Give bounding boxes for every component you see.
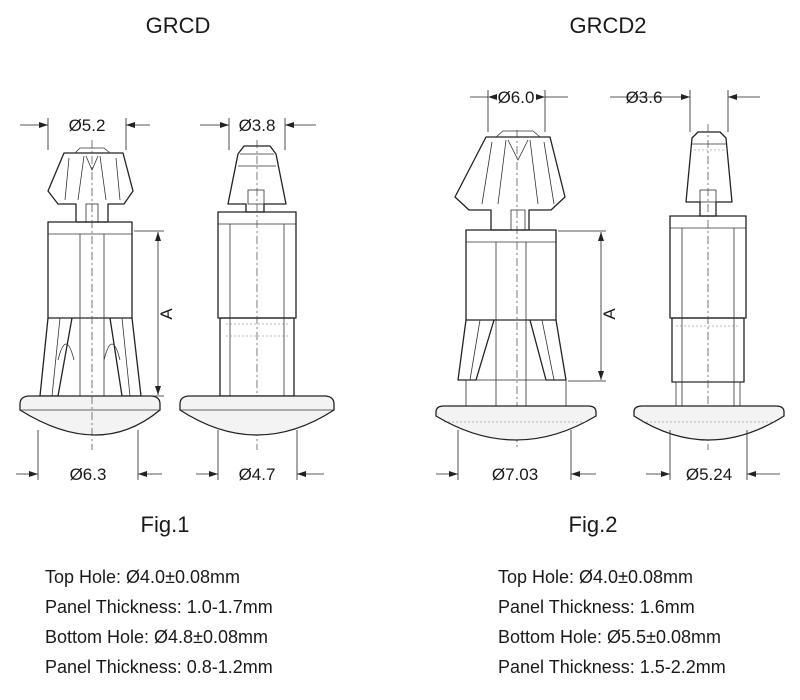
grcd-bottom-diameter-right: Ø4.7 xyxy=(239,465,276,484)
grcd2-dimensions xyxy=(436,90,780,480)
grcd2-bottom-hole-spec: Bottom Hole: Ø5.5±0.08mm xyxy=(498,627,721,647)
grcd-top-hole-spec: Top Hole: Ø4.0±0.08mm xyxy=(45,567,240,587)
grcd2-height-label: A xyxy=(600,308,619,320)
grcd2-side-view xyxy=(633,124,785,450)
grcd-top-diameter-left: Ø5.2 xyxy=(69,116,106,135)
grcd2-title: GRCD2 xyxy=(569,13,646,38)
grcd-front-view xyxy=(19,140,161,450)
grcd2-bottom-panel-spec: Panel Thickness: 1.5-2.2mm xyxy=(498,657,726,677)
grcd2-top-hole-spec: Top Hole: Ø4.0±0.08mm xyxy=(498,567,693,587)
grcd-top-diameter-right: Ø3.8 xyxy=(239,116,276,135)
grcd2-specs: Top Hole: Ø4.0±0.08mm Panel Thickness: 1… xyxy=(498,562,726,682)
grcd-bottom-hole-spec: Bottom Hole: Ø4.8±0.08mm xyxy=(45,627,268,647)
grcd-title: GRCD xyxy=(146,13,211,38)
grcd2-bottom-diameter-right: Ø5.24 xyxy=(686,465,732,484)
grcd2-front-view xyxy=(435,130,597,450)
grcd-top-panel-spec: Panel Thickness: 1.0-1.7mm xyxy=(45,597,273,617)
grcd-bottom-diameter-left: Ø6.3 xyxy=(70,465,107,484)
grcd-bottom-panel-spec: Panel Thickness: 0.8-1.2mm xyxy=(45,657,273,677)
grcd-side-view xyxy=(179,140,335,450)
grcd-dimensions xyxy=(16,118,324,480)
grcd2-top-panel-spec: Panel Thickness: 1.6mm xyxy=(498,597,695,617)
fig1-label: Fig.1 xyxy=(141,512,190,537)
grcd-height-label: A xyxy=(157,308,176,320)
grcd2-bottom-diameter-left: Ø7.03 xyxy=(492,465,538,484)
fig2-label: Fig.2 xyxy=(569,512,618,537)
grcd2-top-diameter-left: Ø6.0 xyxy=(498,88,535,107)
grcd-specs: Top Hole: Ø4.0±0.08mm Panel Thickness: 1… xyxy=(45,562,273,682)
grcd2-top-diameter-right: Ø3.6 xyxy=(626,88,663,107)
